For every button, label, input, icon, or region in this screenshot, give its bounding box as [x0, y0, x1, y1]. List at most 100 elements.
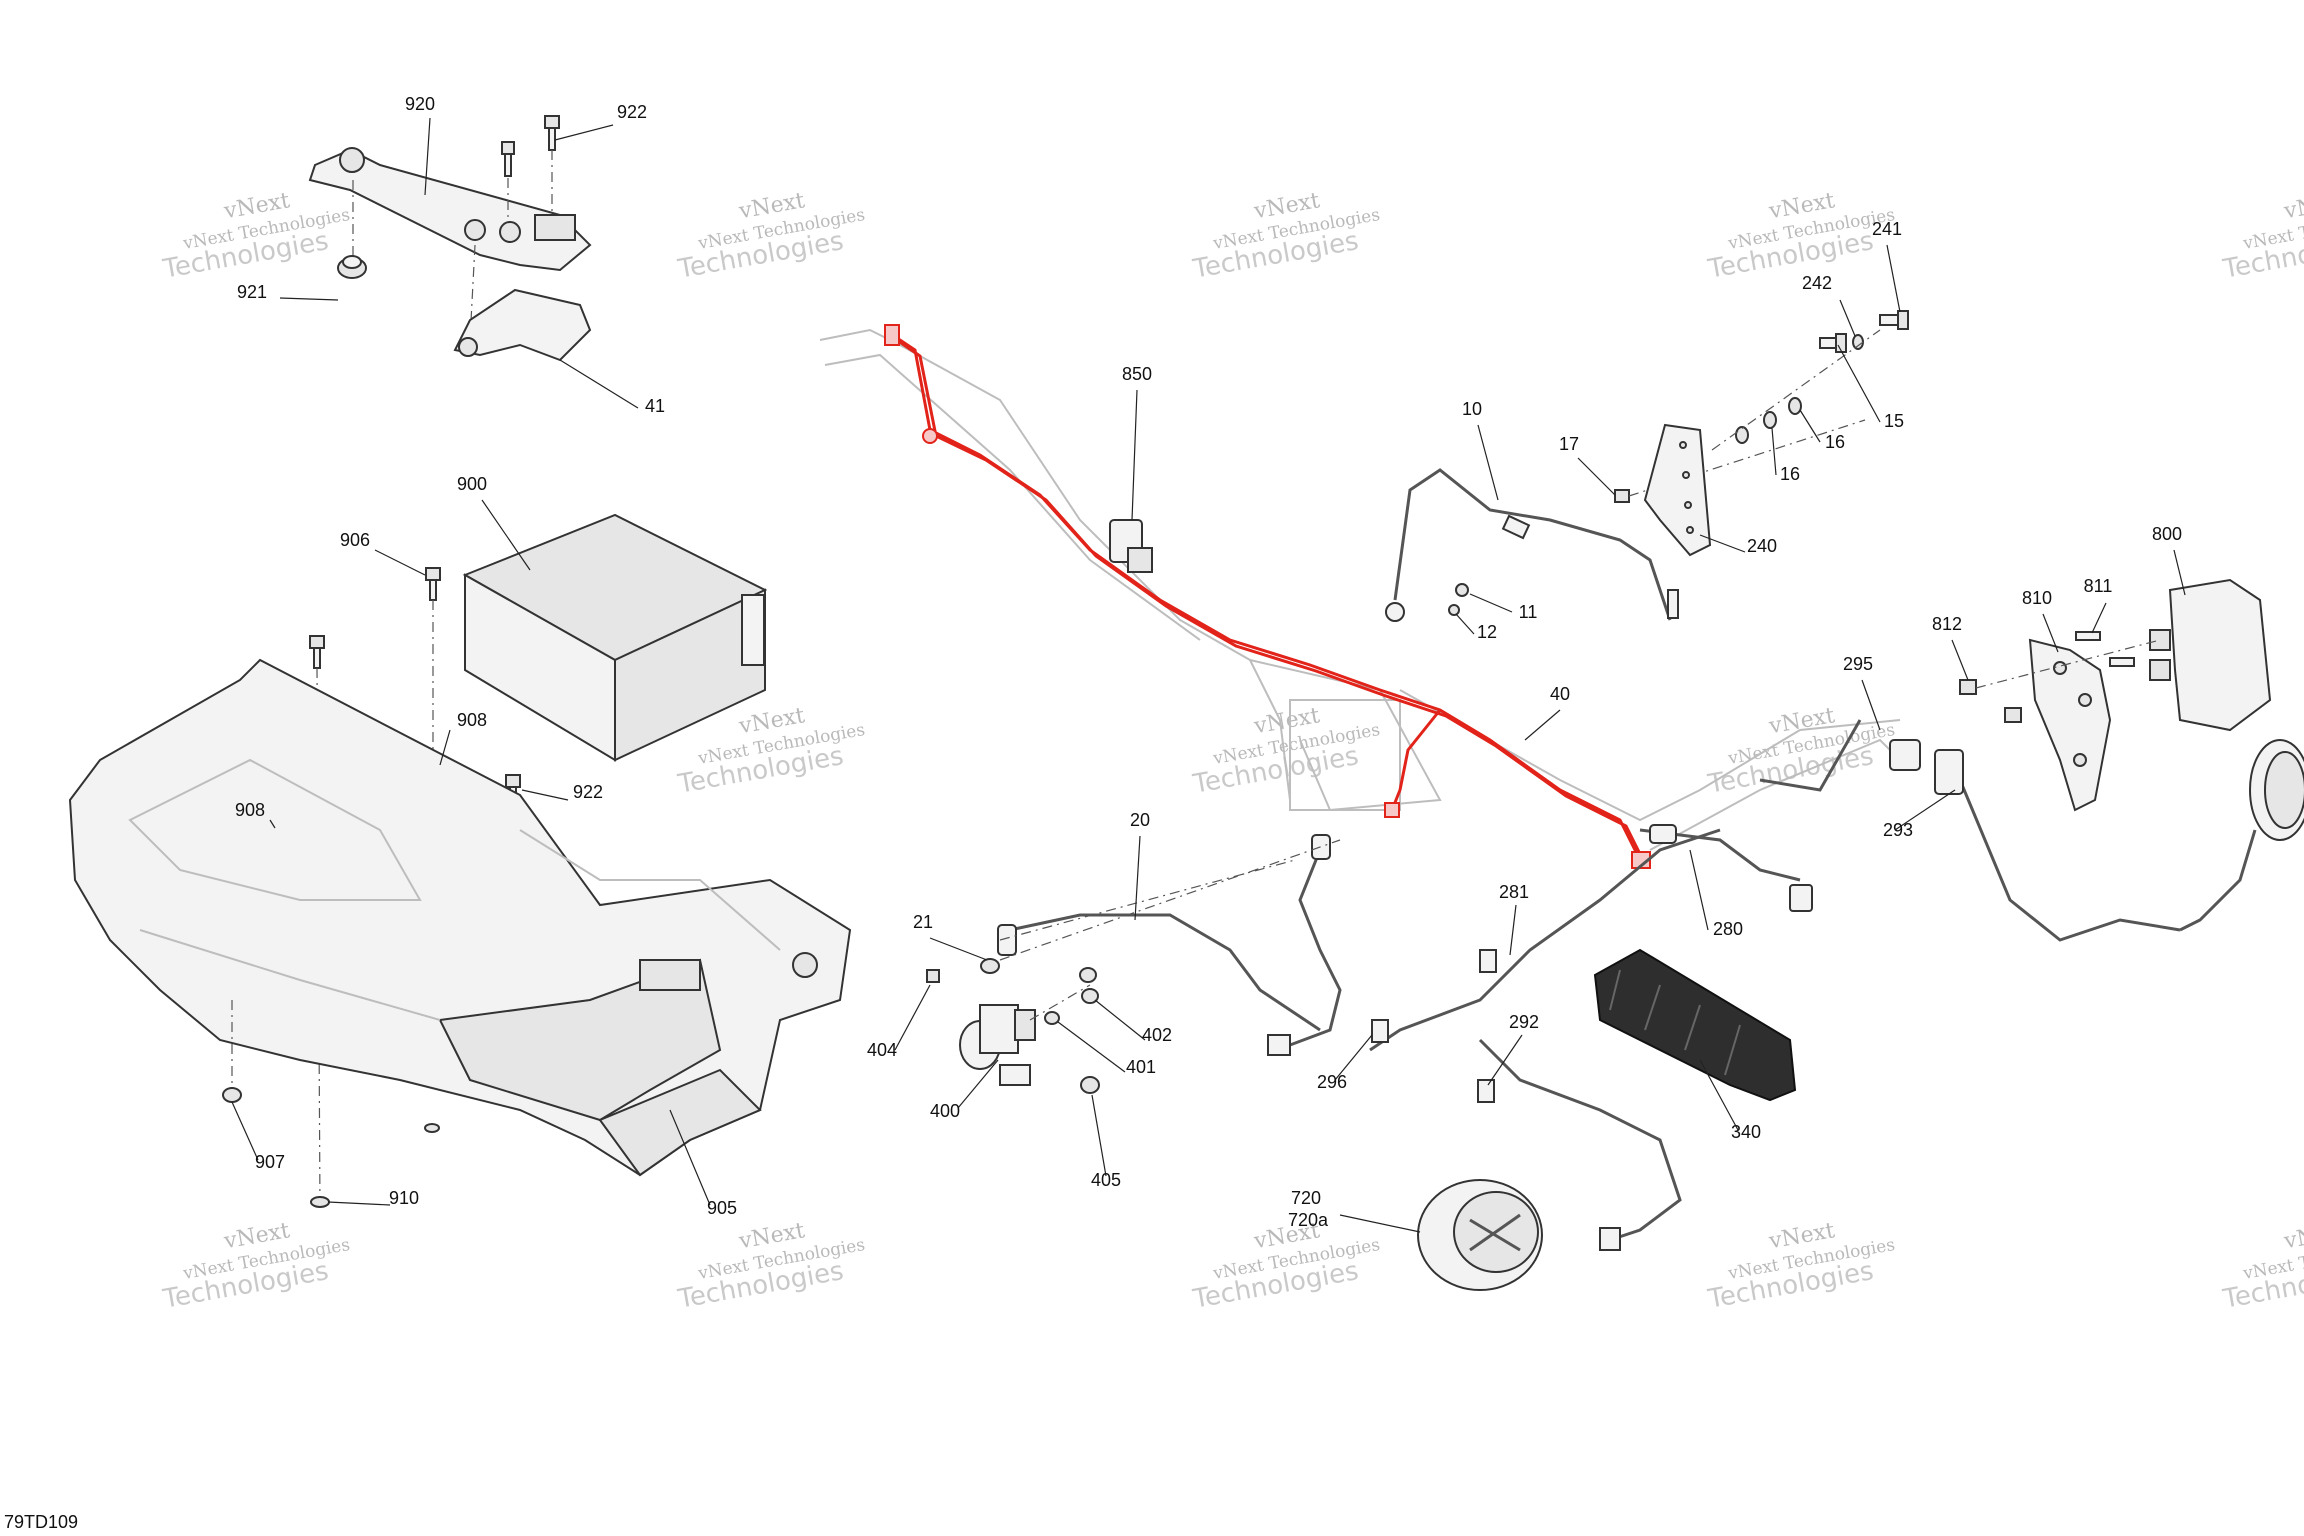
- callout-label-905: 905: [707, 1198, 737, 1218]
- callout-label-405: 405: [1091, 1170, 1121, 1190]
- watermark: vNext vNext Technologies Technologies: [1705, 188, 1896, 285]
- nut: [1614, 489, 1630, 503]
- callout-label-242: 242: [1802, 273, 1832, 293]
- nut: [1081, 988, 1099, 1004]
- washer: [1788, 397, 1802, 415]
- callout-label-280: 280: [1713, 919, 1743, 939]
- main-wiring-harness: [884, 324, 1651, 869]
- bolt: [926, 969, 940, 983]
- svg-text:vNext: vNext: [2281, 1218, 2304, 1254]
- callout-label-920: 920: [405, 94, 435, 114]
- callout-label-800: 800: [2152, 524, 2182, 544]
- callout-label-20: 20: [1130, 810, 1150, 830]
- washer: [1044, 1011, 1060, 1025]
- callout-label-900: 900: [457, 474, 487, 494]
- callout-label-41: 41: [645, 396, 665, 416]
- washer: [1735, 426, 1749, 444]
- callout-label-908: 908: [457, 710, 487, 730]
- callout-label-401: 401: [1126, 1057, 1156, 1077]
- bolt: [425, 567, 441, 601]
- callout-label-281: 281: [1499, 882, 1529, 902]
- mounting-bracket: [2028, 638, 2112, 812]
- callout-label-921: 921: [237, 282, 267, 302]
- watermark: vNext vNext Technologies Technologies: [1190, 1218, 1381, 1315]
- callout-label-720: 720: [1291, 1188, 1321, 1208]
- headlight: [1417, 1179, 1543, 1291]
- battery-cable: [997, 834, 1342, 1056]
- o-ring: [1852, 334, 1864, 350]
- battery: [462, 513, 768, 762]
- callout-label-16: 16: [1780, 464, 1800, 484]
- document-id: 79TD109: [4, 1512, 79, 1532]
- watermark: vNext vNext Technologies Technologies: [1190, 188, 1381, 285]
- watermark: vNext vNext Technologies Technologies: [675, 188, 866, 285]
- callout-label-907: 907: [255, 1152, 285, 1172]
- terminal-cover: [453, 288, 592, 362]
- watermark: vNext vNext Technologies Technologies: [1705, 1218, 1896, 1315]
- watermark: vNext vNext Technologies Technologies: [2220, 188, 2304, 285]
- battery-cable: [1385, 468, 1679, 622]
- watermark: vNext vNext Technologies Technologies: [160, 1218, 351, 1315]
- bolt: [1819, 333, 1847, 353]
- callout-label-811: 811: [2084, 576, 2113, 596]
- corrugated-tube: [1593, 948, 1797, 1102]
- callout-label-910: 910: [389, 1188, 419, 1208]
- nut: [1959, 679, 1977, 695]
- callout-label-922: 922: [617, 102, 647, 122]
- nut: [980, 958, 1000, 974]
- bolt: [1455, 583, 1469, 597]
- connector: [1109, 519, 1153, 573]
- callout-label-11: 11: [1519, 602, 1538, 622]
- nut: [337, 255, 367, 279]
- nut: [1080, 1076, 1100, 1094]
- callout-label-240: 240: [1747, 536, 1777, 556]
- callout-label-810: 810: [2022, 588, 2052, 608]
- callout-label-906: 906: [340, 530, 370, 550]
- callout-label-12: 12: [1477, 622, 1497, 642]
- headlight: [2249, 739, 2304, 841]
- frame-ghost: [819, 328, 1901, 851]
- callout-label-404: 404: [867, 1040, 897, 1060]
- grommet: [424, 1123, 440, 1133]
- callout-label-812: 812: [1932, 614, 1962, 634]
- callout-label-340: 340: [1731, 1122, 1761, 1142]
- nut: [2004, 707, 2022, 723]
- bolt: [501, 141, 515, 177]
- watermark: vNext vNext Technologies Technologies: [2220, 1218, 2304, 1315]
- washer: [1763, 411, 1777, 429]
- callout-label-400: 400: [930, 1101, 960, 1121]
- control-module: [2149, 578, 2272, 732]
- callout-label-720a: 720a: [1288, 1210, 1329, 1230]
- callout-label-296: 296: [1317, 1072, 1347, 1092]
- nut: [1079, 967, 1097, 983]
- leader-lines: [231, 117, 2186, 1233]
- callout-label-40: 40: [1550, 684, 1570, 704]
- watermark: vNext vNext Technologies Technologies: [1705, 703, 1896, 800]
- nut: [310, 1196, 330, 1208]
- bolt: [1879, 310, 1909, 330]
- bolt: [544, 115, 560, 151]
- svg-text:vNext: vNext: [2281, 188, 2304, 224]
- bracket: [1643, 423, 1712, 557]
- callout-label-17: 17: [1559, 434, 1579, 454]
- callout-label-10: 10: [1462, 399, 1482, 419]
- battery-hold-down-bracket: [308, 147, 592, 272]
- watermark: vNext vNext Technologies Technologies: [160, 188, 351, 285]
- callout-label-908: 908: [235, 800, 265, 820]
- callout-label-293: 293: [1883, 820, 1913, 840]
- nut: [222, 1087, 242, 1103]
- callout-label-21: 21: [913, 912, 933, 932]
- bolt: [309, 635, 325, 669]
- callout-label-402: 402: [1142, 1025, 1172, 1045]
- callout-label-16: 16: [1825, 432, 1845, 452]
- bolt: [2109, 657, 2135, 667]
- callout-label-850: 850: [1122, 364, 1152, 384]
- washer: [1448, 604, 1460, 616]
- callout-label-241: 241: [1872, 219, 1902, 239]
- watermark: vNext vNext Technologies Technologies: [675, 1218, 866, 1315]
- battery-tray: [68, 658, 852, 1177]
- callout-label-292: 292: [1509, 1012, 1539, 1032]
- starter-solenoid: [959, 1004, 1036, 1086]
